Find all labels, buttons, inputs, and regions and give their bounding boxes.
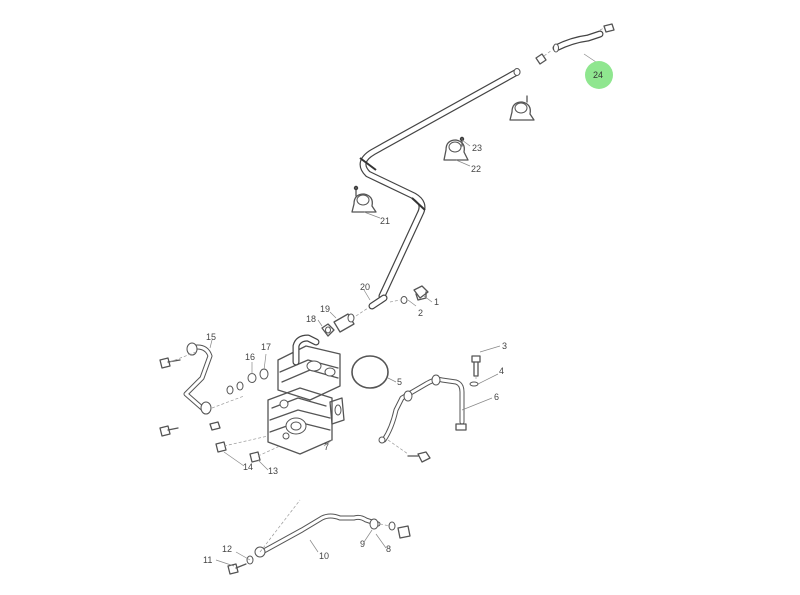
callout-4[interactable]: 4 <box>499 366 504 376</box>
callout-9[interactable]: 9 <box>360 539 365 549</box>
callout-labels: 1 2 3 4 5 6 7 8 9 10 11 12 13 14 15 16 1… <box>203 70 603 565</box>
washer-16[interactable] <box>247 373 257 383</box>
clamp-22[interactable] <box>443 136 469 161</box>
bolt-8[interactable] <box>397 525 411 539</box>
callout-11[interactable]: 11 <box>203 555 212 565</box>
callout-16[interactable]: 16 <box>245 352 255 362</box>
leader-lines <box>209 53 597 567</box>
washer-9[interactable] <box>388 521 396 531</box>
callout-22[interactable]: 22 <box>471 164 481 174</box>
callout-7[interactable]: 7 <box>324 442 329 452</box>
callout-10[interactable]: 10 <box>319 551 329 561</box>
washer-2[interactable] <box>400 296 408 304</box>
main-air-pipe <box>359 68 521 300</box>
nut-17[interactable] <box>259 368 269 380</box>
callout-21[interactable]: 21 <box>380 216 390 226</box>
clamp-upper[interactable] <box>509 95 535 121</box>
callout-20[interactable]: 20 <box>360 282 370 292</box>
part-24-hose[interactable] <box>552 23 615 53</box>
compressor-7[interactable] <box>267 334 345 455</box>
callout-5[interactable]: 5 <box>397 377 402 387</box>
callout-23[interactable]: 23 <box>472 143 482 153</box>
bolt-15-bottom[interactable] <box>159 425 179 437</box>
callout-14[interactable]: 14 <box>243 462 253 472</box>
nut-18[interactable] <box>321 323 335 337</box>
coupler-19[interactable] <box>333 313 355 333</box>
sleeve-20[interactable] <box>368 294 388 310</box>
fitting-1[interactable] <box>413 285 429 301</box>
callout-19[interactable]: 19 <box>320 304 330 314</box>
callout-3[interactable]: 3 <box>502 341 507 351</box>
o-ring-5[interactable] <box>351 355 389 389</box>
bolt-left-mid[interactable] <box>209 421 221 431</box>
bolt-lower-right[interactable] <box>407 451 431 463</box>
clamp-21[interactable] <box>351 185 377 213</box>
callout-18[interactable]: 18 <box>306 314 316 324</box>
callout-24[interactable]: 24 <box>593 70 603 80</box>
bolt-3[interactable] <box>471 355 481 377</box>
pipe-6[interactable] <box>378 374 467 444</box>
callout-15[interactable]: 15 <box>206 332 216 342</box>
bolt-14[interactable] <box>215 441 227 453</box>
callout-8[interactable]: 8 <box>386 544 391 554</box>
pipe-15[interactable] <box>183 342 213 415</box>
callout-1[interactable]: 1 <box>434 297 439 307</box>
pipe-10[interactable] <box>254 513 381 558</box>
washers-left[interactable] <box>226 381 244 395</box>
callout-12[interactable]: 12 <box>222 544 232 554</box>
callout-13[interactable]: 13 <box>268 466 278 476</box>
callout-2[interactable]: 2 <box>418 308 423 318</box>
callout-24-highlight <box>585 61 613 89</box>
washer-4[interactable] <box>469 381 479 387</box>
callout-17[interactable]: 17 <box>261 342 271 352</box>
bolt-13[interactable] <box>249 451 261 463</box>
part-24-fitting <box>535 27 605 65</box>
callout-6[interactable]: 6 <box>494 392 499 402</box>
bolt-11[interactable] <box>227 563 247 575</box>
